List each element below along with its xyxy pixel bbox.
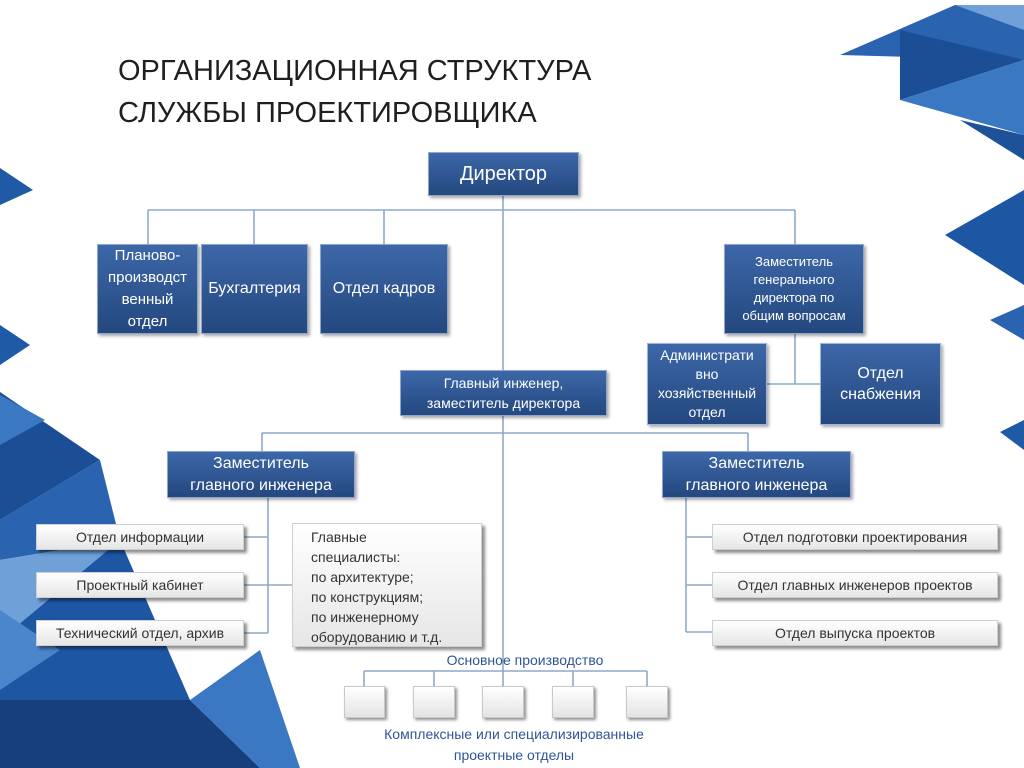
box-text-line: директора по: [753, 290, 835, 305]
deputy-chief-engineer-left-box: Заместитель главного инженера: [167, 451, 355, 498]
box-text-line: оборудованию и т.д.: [311, 629, 443, 645]
caption-line: Комплексные или специализированные: [384, 726, 644, 742]
box-text-line: главного инженера: [685, 476, 828, 494]
box-text-line: генерального: [753, 272, 835, 287]
box-text-line: Заместитель: [755, 254, 833, 269]
admin-department-box: Администрати вно хозяйственный отдел: [647, 343, 767, 425]
box-text-line: Отдел: [857, 365, 904, 382]
caption-line: проектные отделы: [453, 747, 575, 763]
deco-triangle: [0, 168, 33, 205]
chief-engineer-box: Главный инженер, заместитель директора: [400, 370, 607, 416]
department-label: Проектный кабинет: [76, 577, 204, 593]
project-release-department-box: Отдел выпуска проектов: [712, 620, 998, 646]
project-unit-square: [413, 686, 455, 718]
box-text-line: отдел: [688, 404, 726, 420]
deco-triangle: [900, 30, 1024, 100]
deco-triangle: [0, 700, 260, 768]
director-label: Директор: [459, 162, 548, 185]
box-text-line: специалисты:: [311, 549, 401, 565]
box-text-line: Главные: [311, 529, 367, 545]
deco-triangle: [190, 650, 300, 768]
department-label: Отдел выпуска проектов: [774, 625, 936, 641]
deco-triangle: [900, 60, 1024, 135]
chief-project-engineers-department-box: Отдел главных инженеров проектов: [712, 572, 998, 598]
page-title: ОРГАНИЗАЦИОННАЯ СТРУКТУРА СЛУЖБЫ ПРОЕКТИ…: [118, 50, 591, 134]
deco-triangle: [0, 395, 45, 445]
box-text-line: снабжения: [840, 386, 921, 403]
box-text-line: Планово-: [114, 247, 181, 264]
deco-triangle: [990, 305, 1024, 340]
box-text-line: заместитель директора: [426, 395, 581, 411]
deputy-chief-engineer-right-box: Заместитель главного инженера: [662, 451, 851, 498]
project-unit-square: [552, 686, 594, 718]
title-line: СЛУЖБЫ ПРОЕКТИРОВЩИКА: [118, 97, 537, 129]
box-text-line: венный: [121, 291, 174, 308]
box-text-line: отдел: [127, 313, 168, 330]
box-text-line: хозяйственный: [657, 385, 757, 401]
project-cabinet-box: Проектный кабинет: [36, 572, 244, 598]
box-text-line: по конструкциям;: [311, 589, 424, 605]
accounting-label: Бухгалтерия: [208, 280, 301, 297]
box-text-line: вно: [695, 366, 719, 382]
deputy-general-director-box: Заместитель генерального директора по об…: [724, 244, 864, 334]
department-label: Отдел информации: [75, 529, 205, 545]
title-line: ОРГАНИЗАЦИОННАЯ СТРУКТУРА: [118, 55, 592, 87]
box-text-line: по архитектуре;: [311, 569, 414, 585]
deco-triangle: [960, 120, 1024, 160]
deco-triangle: [0, 610, 60, 690]
hr-label: Отдел кадров: [332, 280, 436, 297]
project-unit-square: [344, 686, 385, 718]
deco-triangle: [1000, 420, 1024, 450]
design-preparation-department-box: Отдел подготовки проектирования: [712, 524, 998, 550]
project-unit-square: [626, 686, 668, 718]
chief-specialists-box: Главные специалисты: по архитектуре; по …: [292, 523, 482, 647]
project-unit-square: [482, 686, 524, 718]
main-production-label: Основное производство: [446, 652, 604, 668]
project-departments-caption: Комплексные или специализированные проек…: [384, 724, 644, 766]
accounting-box: Бухгалтерия: [201, 244, 308, 334]
deco-triangle: [945, 190, 1024, 285]
deco-triangle: [955, 5, 1024, 30]
box-text-line: производст: [108, 269, 187, 286]
deco-triangle: [0, 325, 30, 365]
hr-department-box: Отдел кадров: [320, 244, 448, 334]
information-department-box: Отдел информации: [36, 524, 244, 550]
department-label: Отдел подготовки проектирования: [742, 529, 968, 545]
box-text-line: Главный инженер,: [443, 375, 564, 391]
planning-department-box: Планово- производст венный отдел: [97, 244, 198, 334]
technical-archive-box: Технический отдел, архив: [36, 620, 244, 646]
box-text-line: главного инженера: [190, 476, 332, 494]
box-text-line: Администрати: [660, 347, 754, 363]
supply-department-box: Отдел снабжения: [820, 343, 941, 425]
department-label: Технический отдел, архив: [55, 625, 225, 641]
box-text-line: Заместитель: [213, 454, 309, 472]
deco-triangle: [840, 5, 1024, 60]
department-label: Отдел главных инженеров проектов: [737, 577, 973, 593]
box-text-line: по инженерному: [311, 609, 419, 625]
director-box: Директор: [428, 152, 579, 196]
box-text-line: общим вопросам: [742, 308, 846, 323]
box-text-line: Заместитель: [708, 454, 805, 472]
